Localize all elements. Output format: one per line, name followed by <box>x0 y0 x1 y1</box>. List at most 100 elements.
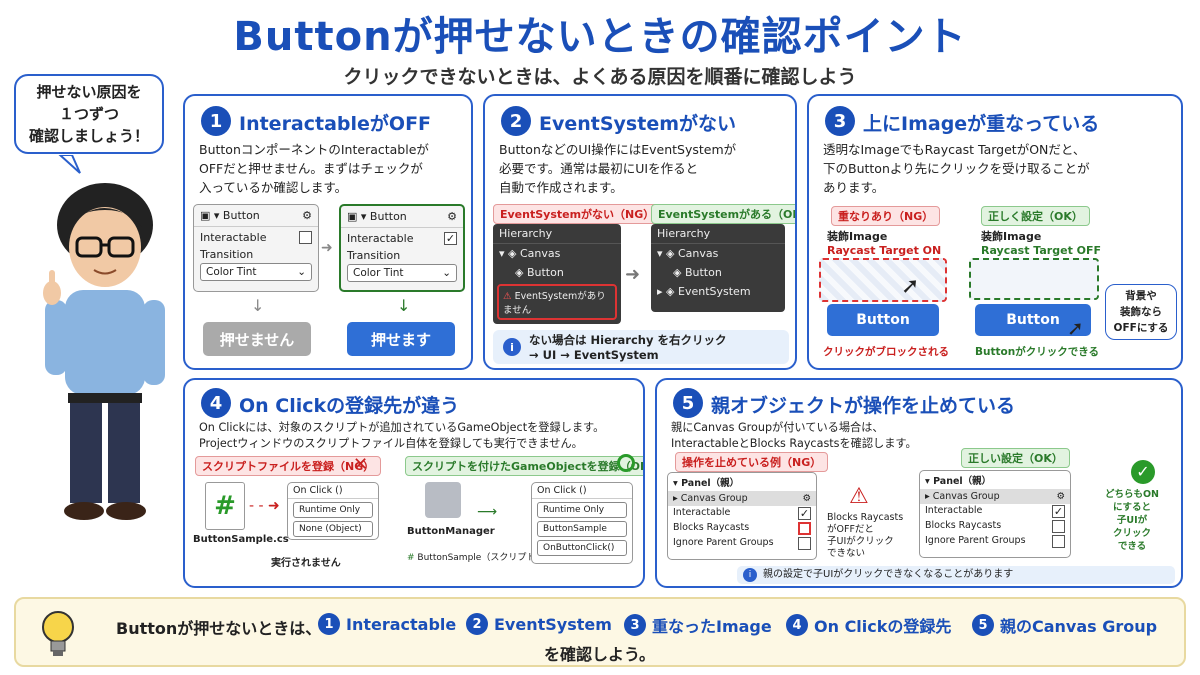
cube-icon: ▣ <box>347 210 358 223</box>
inspector-panel-on: ▣ ▾ Button⚙ Interactable✓ Transition Col… <box>339 204 465 292</box>
ok-labels: 装飾Image Raycast Target OFF <box>981 230 1101 258</box>
blocked-button[interactable]: Button <box>827 304 939 336</box>
enabled-button[interactable]: 押せます <box>347 322 455 356</box>
checkbox[interactable] <box>1052 535 1065 548</box>
tree-item-canvas[interactable]: Canvas <box>520 247 561 260</box>
ok-tag: スクリプトを付けたGameObjectを登録（OK） <box>405 456 643 476</box>
tip-line: OFFにする <box>1113 322 1169 334</box>
onclick-panel-ng: On Click () Runtime Only None (Object) <box>287 482 379 540</box>
checkbox[interactable] <box>798 537 811 550</box>
note-line: 子UIがクリック <box>827 536 894 547</box>
card-number: 4 <box>201 388 231 418</box>
panel-name: Panel（親） <box>681 478 740 489</box>
bubble-line-2: １つずつ <box>58 105 119 123</box>
cube-icon: ◈ <box>508 247 517 260</box>
summary-num: 3 <box>624 614 646 636</box>
canvas-group-ok: ▾ Panel（親） ▸ Canvas Group⚙ Interactable✓… <box>919 470 1071 558</box>
check-icon: ✓ <box>1131 460 1155 484</box>
body-line: OFFだと押せません。まずはチェックが <box>199 161 423 176</box>
warning-icon: ⚠ <box>503 291 512 302</box>
note-line: どちらもON <box>1104 489 1160 500</box>
component-line: # ButtonSample（スクリプト） <box>407 550 544 563</box>
ng-note: Blocks Raycasts がOFFだと 子UIがクリック できない <box>827 512 903 560</box>
onclick-header: On Click () <box>288 483 378 499</box>
object-field[interactable]: None (Object) <box>293 521 373 537</box>
runtime-select[interactable]: Runtime Only <box>293 502 373 518</box>
body-line: Projectウィンドウのスクリプトファイル自体を登録しても実行できません。 <box>199 437 583 450</box>
body-line: 親にCanvas Groupが付いている場合は、 <box>671 421 884 434</box>
interactable-label: Interactable <box>347 232 414 245</box>
summary-label: EventSystem <box>494 614 612 634</box>
transition-select[interactable]: Color Tint ⌄ <box>347 264 457 282</box>
hierarchy-header: Hierarchy <box>493 224 621 244</box>
info-box: i 親の設定で子UIがクリックできなくなることがあります <box>737 566 1175 584</box>
deco-image-label: 装飾Image <box>981 230 1042 243</box>
overlay-image-ok <box>969 258 1099 300</box>
card-number: 3 <box>825 106 855 136</box>
canvas-group-ng: ▾ Panel（親） ▸ Canvas Group⚙ Interactable✓… <box>667 472 817 560</box>
raycast-on-label: Raycast Target ON <box>827 244 942 257</box>
note-line: にすると <box>1112 502 1152 513</box>
checkbox[interactable] <box>798 522 811 535</box>
tree-item-eventsystem[interactable]: EventSystem <box>678 285 751 298</box>
cube-icon: ▣ <box>200 209 211 222</box>
summary-label: On Clickの登録先 <box>814 617 952 636</box>
card-number: 2 <box>501 106 531 136</box>
checkbox[interactable]: ✓ <box>798 507 811 520</box>
cube-icon: ◈ <box>673 266 682 279</box>
method-select[interactable]: OnButtonClick() <box>537 540 627 556</box>
gear-icon[interactable]: ⚙ <box>802 493 811 504</box>
ok-tag: 正しい設定（OK） <box>961 448 1070 468</box>
gear-icon[interactable]: ⚙ <box>1056 491 1065 502</box>
transition-select[interactable]: Color Tint ⌄ <box>200 263 312 281</box>
cube-icon: ◈ <box>515 266 524 279</box>
ok-note: どちらもON にすると 子UIが クリック できる <box>1085 488 1179 553</box>
object-field[interactable]: ButtonSample <box>537 521 627 537</box>
body-line: On Clickには、対象のスクリプトが追加されているGameObjectを登録… <box>199 421 605 434</box>
blocked-caption: クリックがブロックされる <box>823 346 949 358</box>
info-line: → UI → EventSystem <box>529 348 659 362</box>
clickable-button[interactable]: Button <box>975 304 1091 336</box>
tree-item-button[interactable]: Button <box>526 266 564 279</box>
info-icon: i <box>743 568 757 582</box>
ng-tag: EventSystemがない（NG） <box>493 204 662 224</box>
summary-label: 重なったImage <box>652 617 772 636</box>
interactable-checkbox[interactable]: ✓ <box>444 232 457 245</box>
gear-icon[interactable]: ⚙ <box>302 209 312 222</box>
body-line: 透明なImageでもRaycast TargetがONだと、 <box>823 142 1086 157</box>
interactable-checkbox[interactable] <box>299 231 312 244</box>
bubble-line-3: 確認しましょう！ <box>28 127 149 145</box>
card-onclick-target: 4 On Clickの登録先が違う On Clickには、対象のスクリプトが追加… <box>183 378 645 588</box>
summary-num: 2 <box>466 613 488 635</box>
ng-tag: スクリプトファイルを登録（NG） <box>195 456 382 476</box>
gear-icon[interactable]: ⚙ <box>447 210 457 223</box>
hierarchy-ok: Hierarchy ▾ ◈ Canvas ◈ Button ▸ ◈ EventS… <box>651 224 785 312</box>
summary-tail: を確認しよう。 <box>544 645 656 664</box>
select-value: Color Tint <box>206 266 257 278</box>
character-illustration <box>43 155 165 520</box>
card-title: 親オブジェクトが操作を止めている <box>711 395 1016 417</box>
note-line: Blocks Raycasts <box>827 512 904 523</box>
ok-tag: 正しく設定（OK） <box>981 206 1090 226</box>
chevron-down-icon: ⌄ <box>442 267 451 279</box>
checkbox[interactable] <box>1052 520 1065 533</box>
ng-labels: 装飾Image Raycast Target ON <box>827 230 941 258</box>
runtime-select[interactable]: Runtime Only <box>537 502 627 518</box>
tree-item-button[interactable]: Button <box>684 266 722 279</box>
interactable-label: Interactable <box>200 231 267 244</box>
checkbox[interactable]: ✓ <box>1052 505 1065 518</box>
tip-line: 装飾なら <box>1120 306 1162 318</box>
game-object-name: ButtonManager <box>407 526 495 537</box>
body-line: ButtonなどのUI操作にはEventSystemが <box>499 142 737 157</box>
component-name: Canvas Group <box>680 493 748 504</box>
tree-item-canvas[interactable]: Canvas <box>678 247 719 260</box>
blocks-label: Blocks Raycasts <box>673 522 750 533</box>
summary-item: 2 EventSystem <box>466 613 612 635</box>
ignore-label: Ignore Parent Groups <box>673 537 774 548</box>
inspector-panel-off: ▣ ▾ Button⚙ Interactable Transition Colo… <box>193 204 319 292</box>
ok-tag: EventSystemがある（OK） <box>651 204 795 224</box>
panel-name: Panel（親） <box>933 476 992 487</box>
arrow-down-icon: ↓ <box>397 296 411 315</box>
